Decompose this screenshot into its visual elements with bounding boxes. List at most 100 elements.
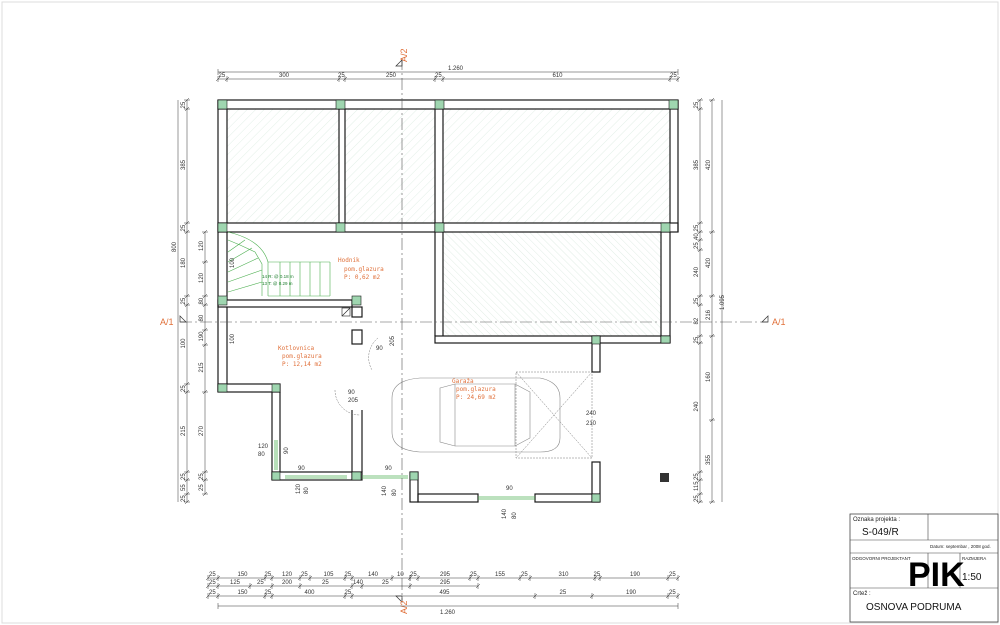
dim-inner-90d: 90 <box>298 466 305 472</box>
tb-datum: Datum: septembar , 2008 god. <box>930 544 991 549</box>
dim-right-outer-0: 25 <box>694 101 700 108</box>
tb-oznaka-label: Oznaka projekta : <box>853 517 900 523</box>
drain-square <box>660 473 669 482</box>
dim-inner-100a: 100 <box>230 257 236 268</box>
windows <box>274 440 535 500</box>
dim-left-outer-1: 385 <box>181 159 187 170</box>
dim-left-outer-0: 25 <box>181 101 187 108</box>
dim-bot-3-0: 25 <box>209 590 216 596</box>
dim-bot-1b-4: 25 <box>521 572 528 578</box>
dim-top-6: 25 <box>670 73 677 79</box>
tb-oznaka-value: S-049/R <box>862 527 899 538</box>
dim-bot-2-7: 295 <box>440 580 451 586</box>
dim-bot-1b-1: 295 <box>440 572 451 578</box>
room-kotlovnica-floor: pom.glazura <box>282 353 322 360</box>
section-lines <box>180 58 768 600</box>
dim-bot-1b-5: 310 <box>559 572 570 578</box>
dim-inner-205b: 205 <box>348 398 359 404</box>
dim-left-mid-0: 120 <box>199 240 205 251</box>
dim-bot-3-4: 25 <box>345 590 352 596</box>
room-garaza-area: P: 24,69 m2 <box>456 394 496 401</box>
car-outline <box>391 377 561 453</box>
dim-bot-3-8: 25 <box>669 590 676 596</box>
dim-right-outer-11: 115 <box>694 481 700 491</box>
dim-right-outer-9: 240 <box>694 401 700 412</box>
chimney-box <box>341 307 351 317</box>
dim-left-mid-5: 215 <box>199 362 205 373</box>
dim-bot-3-7: 190 <box>626 590 637 596</box>
dim-bot-1-4: 25 <box>301 572 308 578</box>
dim-inner-140b: 140 <box>502 508 508 519</box>
dim-left-mid-7: 25 <box>199 473 205 480</box>
dim-inner-90b: 90 <box>348 390 355 396</box>
dim-inner-80: 80 <box>258 452 265 458</box>
tb-razmjera-label: RAZMJERA <box>962 556 986 561</box>
dim-top-2: 25 <box>338 73 345 79</box>
dim-inner-90c: 90 <box>284 447 290 454</box>
stairs <box>227 231 331 297</box>
dim-bot-1-6: 25 <box>345 572 352 578</box>
dim-bot-2-2: 25 <box>257 580 264 586</box>
dim-bot-3-2: 25 <box>265 590 272 596</box>
dim-bot-1-8: 10 <box>397 572 404 578</box>
dim-right-mid-0: 420 <box>706 159 712 170</box>
dim-right-outer-6: 25 <box>694 297 700 304</box>
dim-top-3: 250 <box>386 73 397 79</box>
room-kotlovnica-area: P: 12,14 m2 <box>282 361 322 368</box>
dim-right-outer-3: 40 <box>694 233 700 240</box>
room-kotlovnica-name: Kotlovnica <box>278 345 315 352</box>
dim-right-mid-2: 216 <box>706 309 712 320</box>
dim-bot-2-5: 140 <box>353 580 364 586</box>
dim-inner-90f: 90 <box>506 486 513 492</box>
dim-bot-1-0: 25 <box>209 572 216 578</box>
dim-inner-240: 240 <box>586 411 597 417</box>
tb-logo: PIK <box>908 556 965 594</box>
inner-dims: 100 100 90 205 90 205 120 80 90 90 90 12… <box>230 257 597 519</box>
dim-bottom-total: 1.260 <box>440 610 456 616</box>
dim-right-outer-4: 25 <box>694 242 700 249</box>
dim-left-outer-3: 180 <box>181 257 187 268</box>
dim-left-total: 800 <box>172 241 178 252</box>
dim-left-outer-6: 25 <box>181 385 187 392</box>
dim-top-0: 25 <box>219 73 226 79</box>
dim-inner-205a: 205 <box>390 335 396 346</box>
dim-left-outer-7: 215 <box>181 425 187 436</box>
stair-rise: 14 R: @ 0.18 m <box>262 274 294 279</box>
section-a2-bottom: A/2 <box>399 600 409 614</box>
dim-left-outer-8: 25 <box>181 473 187 480</box>
section-a1-left: A/1 <box>160 317 174 327</box>
dim-left-mid-3: 80 <box>199 314 205 321</box>
dim-bot-3-1: 150 <box>238 590 249 596</box>
tb-crtez-label: Crtež : <box>853 591 871 597</box>
tb-odgovorni: ODGOVORNI PROJEKTANT <box>852 556 911 561</box>
dim-right-total: 1.095 <box>720 294 726 310</box>
dim-inner-90a: 90 <box>376 346 383 352</box>
dim-bot-1b-0: 25 <box>410 572 417 578</box>
dim-bot-2-6: 25 <box>382 580 389 586</box>
dim-inner-100b: 100 <box>230 333 236 344</box>
dim-left-outer-4: 25 <box>181 297 187 304</box>
dim-right-outer-7: 82 <box>694 317 700 324</box>
slab-hatch <box>227 109 670 336</box>
dim-bot-1-7: 140 <box>368 572 379 578</box>
dim-bot-2-3: 200 <box>282 580 293 586</box>
dim-bot-1b-3: 155 <box>495 572 506 578</box>
doors <box>334 337 593 459</box>
dim-right-outer-12: 25 <box>694 495 700 502</box>
dim-bot-1b-8: 25 <box>669 572 676 578</box>
dim-top-5: 610 <box>553 73 564 79</box>
room-hodnik-name: Hodnik <box>338 257 360 264</box>
dim-left-outer-10: 25 <box>181 495 187 502</box>
dim-bot-3-3: 400 <box>305 590 316 596</box>
dim-right-mid-3: 160 <box>706 371 712 382</box>
dim-right-mid-4: 355 <box>706 454 712 465</box>
dim-right-mid-1: 420 <box>706 257 712 268</box>
dim-bot-2-1: 125 <box>230 580 241 586</box>
dim-right-outer-5: 240 <box>694 266 700 277</box>
dim-inner-80c: 80 <box>392 489 398 496</box>
room-garaza-name: Garaža <box>452 378 474 385</box>
dim-left-mid-2: 80 <box>199 297 205 304</box>
dim-left-mid-8: 25 <box>199 484 205 491</box>
dim-bot-1b-7: 190 <box>630 572 641 578</box>
